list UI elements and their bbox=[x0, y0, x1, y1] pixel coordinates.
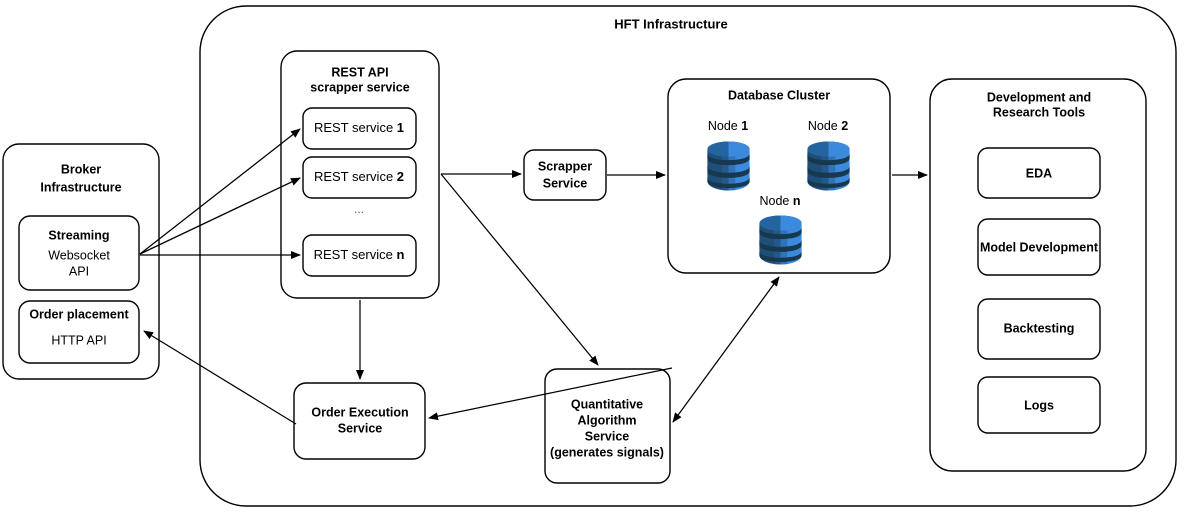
broker-infrastructure-group: Broker Infrastructure Streaming Websocke… bbox=[2, 143, 160, 380]
database-node-2-label: Node 2 bbox=[808, 119, 848, 133]
database-node-icon bbox=[759, 215, 802, 265]
edge-streaming-to-rest-1 bbox=[139, 128, 301, 255]
rest-service-2-box[interactable]: REST service 2 bbox=[302, 156, 417, 199]
dev-research-tools-group: Development and Research Tools EDA Model… bbox=[929, 78, 1147, 472]
order-placement-detail: HTTP API bbox=[51, 333, 106, 347]
rest-api-title-line1: REST API bbox=[331, 65, 388, 79]
edge-streaming-to-rest-2 bbox=[139, 177, 301, 255]
database-node-n-label: Node n bbox=[760, 194, 801, 208]
broker-order-placement-box[interactable]: Order placement HTTP API bbox=[18, 300, 140, 364]
streaming-detail-line2: API bbox=[69, 264, 89, 278]
broker-title-line1: Broker bbox=[61, 162, 101, 176]
dev-tool-eda-box[interactable]: EDA bbox=[977, 147, 1101, 199]
dev-tool-eda-label: EDA bbox=[1026, 166, 1052, 180]
dev-tool-logs-box[interactable]: Logs bbox=[977, 376, 1101, 434]
rest-service-1-box[interactable]: REST service 1 bbox=[302, 107, 417, 150]
dev-tool-model-development-box[interactable]: Model Development bbox=[977, 218, 1101, 276]
dev-tools-title-line2: Research Tools bbox=[993, 105, 1085, 119]
edge-order-execution-to-broker bbox=[143, 330, 297, 425]
scrapper-service-box[interactable]: Scrapper Service bbox=[523, 149, 607, 201]
order-execution-line1: Order Execution bbox=[311, 405, 408, 419]
database-node-2[interactable]: Node 2 bbox=[807, 119, 850, 191]
dev-tool-model-development-label: Model Development bbox=[980, 240, 1099, 254]
scrapper-service-line1: Scrapper bbox=[538, 159, 592, 173]
quant-service-line1: Quantitative bbox=[571, 397, 643, 411]
diagram-connectors bbox=[139, 128, 928, 425]
rest-service-2-label: REST service 2 bbox=[314, 169, 404, 184]
quantitative-algorithm-service-box[interactable]: Quantitative Algorithm Service (generate… bbox=[544, 368, 671, 484]
database-cluster-group: Database Cluster Node 1 Node 2 Node n bbox=[667, 78, 891, 274]
order-execution-line2: Service bbox=[338, 421, 383, 435]
rest-service-ellipsis: ... bbox=[354, 202, 364, 216]
rest-service-n-box[interactable]: REST service n bbox=[302, 234, 417, 277]
database-cluster-title: Database Cluster bbox=[728, 88, 830, 102]
streaming-detail-line1: Websocket bbox=[48, 248, 110, 262]
dev-tool-backtesting-box[interactable]: Backtesting bbox=[977, 298, 1101, 360]
edge-rest-api-to-quant bbox=[440, 173, 599, 366]
streaming-heading: Streaming bbox=[48, 228, 109, 242]
dev-tools-title-line1: Development and bbox=[987, 90, 1091, 104]
quant-service-line4: (generates signals) bbox=[550, 445, 664, 459]
database-node-icon bbox=[807, 141, 850, 191]
broker-title-line2: Infrastructure bbox=[40, 180, 121, 194]
quant-service-line2: Algorithm bbox=[577, 413, 636, 427]
edge-quant-to-order-execution bbox=[428, 367, 673, 421]
rest-service-n-label: REST service n bbox=[314, 247, 405, 262]
order-placement-heading: Order placement bbox=[29, 307, 129, 321]
rest-service-1-label: REST service 1 bbox=[314, 120, 404, 135]
scrapper-service-line2: Service bbox=[543, 176, 588, 190]
quant-service-line3: Service bbox=[585, 429, 630, 443]
dev-tool-backtesting-label: Backtesting bbox=[1004, 321, 1075, 335]
rest-api-title-line2: scrapper service bbox=[310, 80, 409, 94]
database-node-icon bbox=[707, 141, 750, 191]
database-node-1[interactable]: Node 1 bbox=[707, 119, 750, 191]
database-node-1-label: Node 1 bbox=[708, 119, 748, 133]
database-node-n[interactable]: Node n bbox=[759, 194, 802, 265]
order-execution-service-box[interactable]: Order Execution Service bbox=[293, 382, 426, 460]
rest-api-scrapper-group: REST API scrapper service REST service 1… bbox=[280, 50, 440, 299]
broker-streaming-box[interactable]: Streaming Websocket API bbox=[18, 215, 140, 291]
hft-infrastructure-title: HFT Infrastructure bbox=[614, 16, 727, 31]
dev-tool-logs-label: Logs bbox=[1024, 398, 1054, 412]
edge-database-quant-bidirectional bbox=[672, 276, 780, 423]
